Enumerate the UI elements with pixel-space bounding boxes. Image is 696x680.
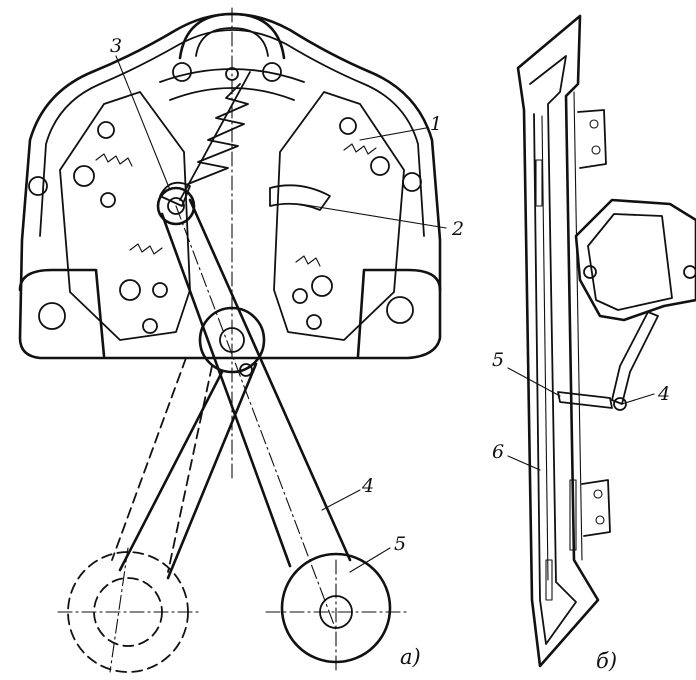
lever-centreline [175,205,337,631]
screw-head [402,172,422,192]
screw-head [370,156,390,176]
side-lever [611,311,659,405]
screw-heads [28,62,422,334]
screw-head [38,302,66,330]
housing-plate-outer [18,12,442,360]
callout-b5: 5 [492,349,504,371]
callout-4: 4 [361,475,374,497]
rail-channel-right [573,91,583,561]
callout-3: 3 [110,35,122,57]
leader-4 [321,489,361,511]
callout-2: 2 [451,218,464,240]
bracket-lower-hole [595,515,605,525]
screw-head [225,67,239,81]
rail-slot-mid [569,479,577,551]
bottom-lug-left [18,268,106,358]
figure-a-mechanism [18,7,447,673]
screw-head [306,314,322,330]
guide-rail [516,14,600,668]
housing-plate-inner-rim [39,29,425,237]
caption-a: a) [400,645,421,669]
spring-rod [179,71,251,201]
pivot-pin [239,363,253,377]
slider-link [557,391,613,409]
callout-1: 1 [430,113,442,135]
gearbox-housing [574,198,696,322]
callout-5: 5 [394,533,406,555]
rail-slot-upper [535,159,543,207]
bracket-upper-hole [589,119,599,129]
bracket-upper [577,109,607,169]
bottom-lug-right [356,268,442,358]
rail-slot-lower [545,559,553,601]
main-spring [187,83,249,185]
screw-head [386,296,414,324]
rail-channel-left [541,115,549,581]
leader-1 [359,127,427,141]
screw-head [339,117,357,135]
roller-dashed-inner [93,577,163,647]
gearbox-face [587,213,673,311]
leader-b5 [507,367,561,397]
left-inner-frame [59,91,191,341]
figure-b-side-view [507,14,696,668]
bracket-upper-hole [591,145,601,155]
bracket-lower [581,479,611,537]
pivot-hub-inner [219,327,245,353]
right-pawl [269,184,331,211]
right-inner-frame [273,91,405,341]
drum-inner [167,197,185,215]
screw-head [172,62,192,82]
lever-arm-solid [160,198,352,568]
callout-b4: 4 [657,383,670,405]
gearbox-bolt [583,265,597,279]
screw-head [100,192,116,208]
leader-2 [299,203,447,229]
leader-5 [349,547,391,573]
lever-arm-dashed [111,357,213,573]
right-upper-spring [343,143,377,155]
side-lever-pin [613,397,627,411]
leader-3 [115,55,171,191]
pivot-hub-outer [198,306,266,374]
left-pawl [159,181,191,207]
leader-b6 [507,455,541,471]
screw-head [142,318,158,334]
bracket-lower-hole [593,489,603,499]
guide-rail-inner [529,55,577,645]
screw-head [97,121,115,139]
leader-b4 [621,393,655,405]
left-upper-spring [95,153,133,167]
screw-head [292,288,308,304]
roller-dashed-axis-v [109,547,129,673]
left-lower-spring [129,243,163,255]
screw-head [119,279,141,301]
screw-head [28,176,48,196]
callout-b6: 6 [492,441,504,463]
screw-head [262,62,282,82]
screw-head [73,165,95,187]
lever-arm-crossing [118,362,258,580]
caption-b: б) [596,649,617,673]
screw-head [152,282,168,298]
gearbox-bolt [683,265,696,279]
screw-head [311,275,333,297]
right-lower-spring [295,255,321,267]
